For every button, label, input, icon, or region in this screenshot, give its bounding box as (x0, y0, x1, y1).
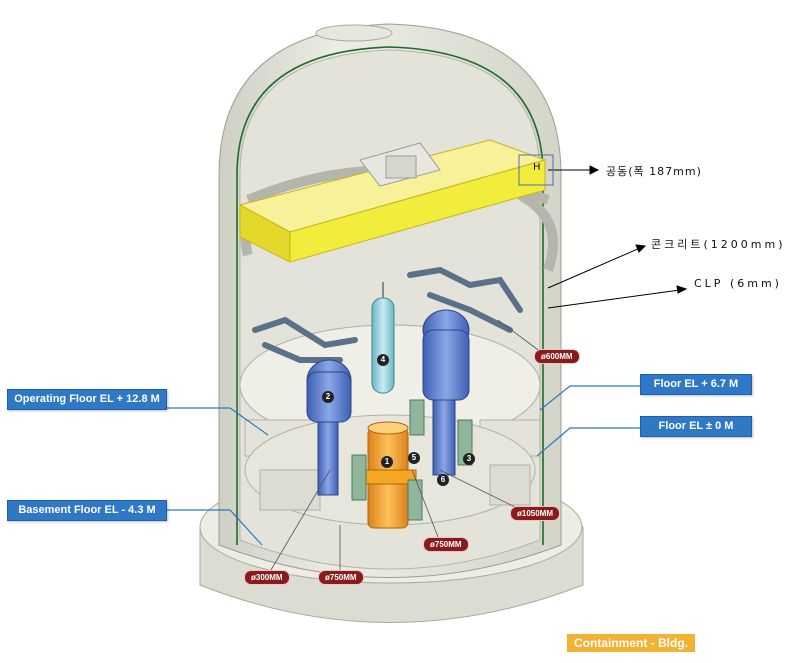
concrete-annotation: 콘크리트(1200mm) (651, 238, 786, 251)
operating-floor-label: Operating Floor EL + 12.8 M (7, 389, 167, 410)
clp-liner (236, 46, 544, 545)
gap-annotation: 공동(폭 187mm) (606, 165, 702, 178)
steam-generator-3 (422, 309, 470, 476)
annotation-arrows (547, 165, 688, 309)
coolant-pumps (351, 399, 473, 521)
component-number-5: 5 (408, 452, 420, 464)
component-number-3: 3 (463, 453, 475, 465)
component-number-6: 6 (437, 474, 449, 486)
pipe-size-750-center: ø750MM (423, 537, 469, 552)
pressurizer-4 (371, 282, 395, 394)
pipe-size-750-left: ø750MM (318, 570, 364, 585)
pipe-size-600: ø600MM (534, 349, 580, 364)
leader-lines (166, 385, 640, 546)
pipe-size-1050: ø1050MM (510, 506, 561, 521)
steam-generator-2 (306, 359, 352, 496)
clp-annotation: CLP (6mm) (694, 277, 782, 290)
component-number-1: 1 (381, 456, 393, 468)
component-number-4: 4 (377, 354, 389, 366)
containment-building-label: Containment - Bldg. (567, 634, 695, 652)
gap-marker: H (533, 162, 541, 173)
reactor-vessel-1 (359, 421, 417, 529)
component-number-2: 2 (322, 391, 334, 403)
gap-detail-box (518, 154, 554, 186)
polar-crane (238, 139, 547, 263)
floor-67-label: Floor EL + 6.7 M (640, 374, 752, 395)
floor-0-label: Floor EL ± 0 M (640, 416, 752, 437)
dome-cap (315, 24, 393, 42)
basement-floor-label: Basement Floor EL - 4.3 M (7, 500, 167, 521)
pipe-size-300: ø300MM (244, 570, 290, 585)
